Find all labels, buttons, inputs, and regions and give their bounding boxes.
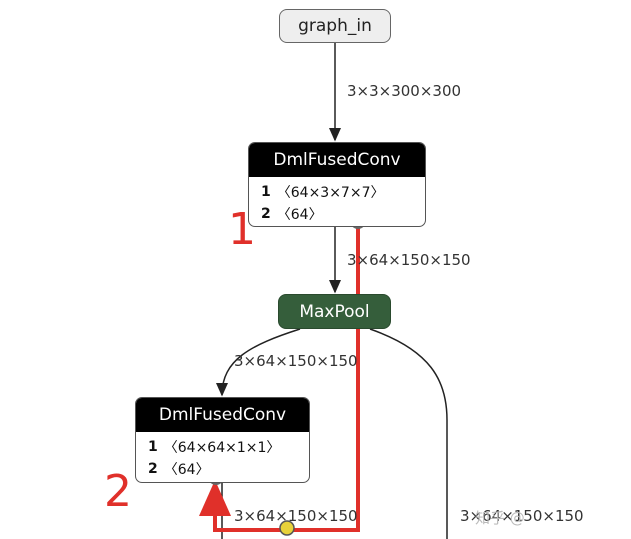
dml-fused-conv-node-2[interactable]: DmlFusedConv 1〈64×64×1×1〉 2〈64〉 xyxy=(135,397,310,483)
watermark: 知乎 @ xyxy=(475,509,525,527)
conv2-title: DmlFusedConv xyxy=(136,398,309,432)
graph-in-node[interactable]: graph_in xyxy=(279,9,391,43)
edge-label-maxpool-right: 3×64×150×150 xyxy=(460,507,584,525)
conv2-input-2: 2〈64〉 xyxy=(148,461,210,478)
conv1-input-1: 1〈64×3×7×7〉 xyxy=(261,184,385,201)
maxpool-label: MaxPool xyxy=(299,301,370,322)
edge-maxpool-right xyxy=(369,328,448,539)
edge-label-conv2-out: 3×64×150×150 xyxy=(234,507,358,525)
conv1-input-2: 2〈64〉 xyxy=(261,206,323,223)
annotation-2: 2 xyxy=(104,466,132,517)
edge-label-in: 3×3×300×300 xyxy=(347,82,462,100)
edge-marker-dot xyxy=(279,520,295,536)
dml-fused-conv-node-1[interactable]: DmlFusedConv 1〈64×3×7×7〉 2〈64〉 xyxy=(248,142,426,227)
conv2-input-1: 1〈64×64×1×1〉 xyxy=(148,439,281,456)
annotation-1: 1 xyxy=(228,204,256,255)
edge-label-maxpool-out: 3×64×150×150 xyxy=(234,352,358,370)
edge-maxpool-to-conv2 xyxy=(216,328,301,397)
graph-in-label: graph_in xyxy=(298,16,372,36)
edge-label-conv1-out: 3×64×150×150 xyxy=(347,251,471,269)
maxpool-node[interactable]: MaxPool xyxy=(278,294,391,329)
conv1-title: DmlFusedConv xyxy=(249,143,425,177)
highlight-path xyxy=(199,223,360,532)
